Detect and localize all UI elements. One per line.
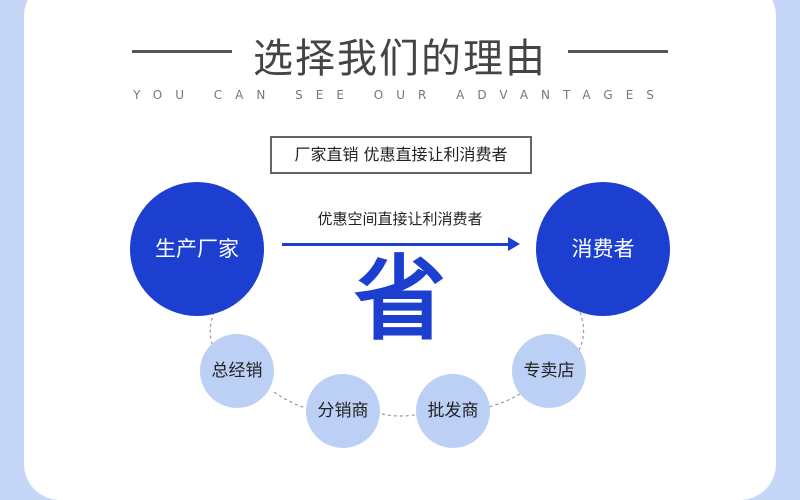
arrow-right-icon: [508, 237, 520, 251]
intermediary-general-distributor: 总经销: [200, 334, 274, 408]
intermediary-store: 专卖店: [512, 334, 586, 408]
intermediary-distributor: 分销商: [306, 374, 380, 448]
intermediary-wholesaler: 批发商: [416, 374, 490, 448]
dashed-connector: [209, 311, 585, 417]
save-character: 省: [353, 246, 446, 353]
title-left-rule: [132, 50, 232, 53]
producer-circle: 生产厂家: [130, 182, 264, 316]
page-title: 选择我们的理由: [253, 36, 547, 82]
title-right-rule: [568, 50, 668, 53]
page-subtitle: YOU CAN SEE OUR ADVANTAGES: [133, 88, 667, 102]
consumer-circle: 消费者: [536, 182, 670, 316]
tagline-box: 厂家直销 优惠直接让利消费者: [270, 136, 532, 174]
arrow-label: 优惠空间直接让利消费者: [317, 210, 483, 228]
arrow-shaft: [282, 243, 510, 246]
